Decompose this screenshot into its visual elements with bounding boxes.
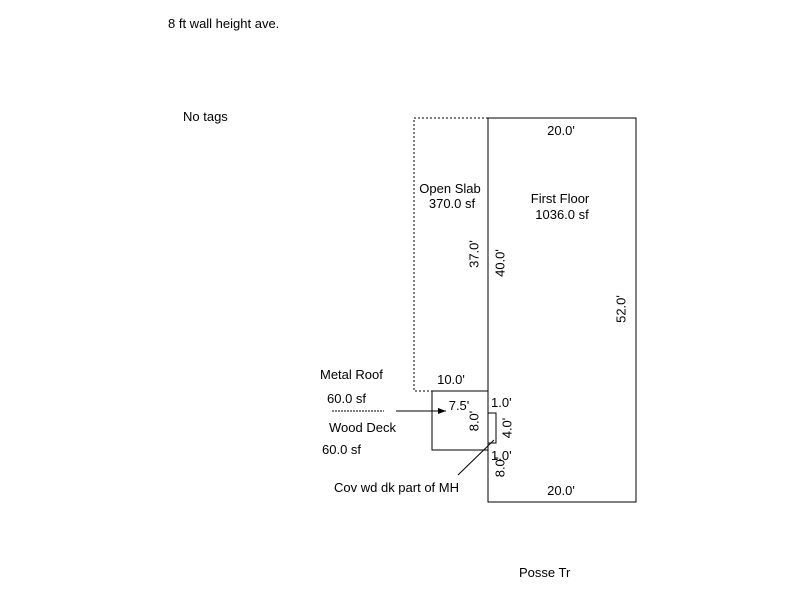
notch-dim-bottom: 1.0' xyxy=(491,448,512,463)
notch-dim-lower: 8.0' xyxy=(492,456,508,478)
wood-deck-dim-width: 7.5' xyxy=(448,398,470,413)
first-floor-dim-bottom: 20.0' xyxy=(547,483,575,498)
notch-dim-top: 1.0' xyxy=(491,395,512,410)
cov-note-leader xyxy=(457,439,495,476)
open-slab-label: Open Slab xyxy=(419,181,481,196)
first-floor-label: First Floor xyxy=(530,191,590,206)
wood-deck-outline xyxy=(431,390,489,451)
cov-note: Cov wd dk part of MH xyxy=(334,480,459,495)
metal-roof-label: Metal Roof xyxy=(320,367,383,382)
open-slab-dim-side: 37.0' xyxy=(466,240,482,268)
open-slab-area: 370.0 sf xyxy=(428,196,476,211)
first-floor-dim-right: 52.0' xyxy=(613,295,629,323)
first-floor-area: 1036.0 sf xyxy=(535,207,589,222)
wall-height-note: 8 ft wall height ave. xyxy=(168,16,280,31)
wood-deck-dim-height: 8.0' xyxy=(466,410,482,432)
wood-deck-label: Wood Deck xyxy=(329,420,396,435)
street-label: Posse Tr xyxy=(519,565,571,580)
open-slab-dim-bottom: 10.0' xyxy=(437,372,465,387)
tags-note: No tags xyxy=(183,109,228,124)
first-floor-dim-top: 20.0' xyxy=(547,123,575,138)
first-floor-dim-inner: 40.0' xyxy=(492,249,508,277)
metal-roof-area: 60.0 sf xyxy=(327,391,367,406)
wood-deck-area: 60.0 sf xyxy=(322,442,362,457)
notch-dim-depth: 4.0' xyxy=(499,417,515,439)
